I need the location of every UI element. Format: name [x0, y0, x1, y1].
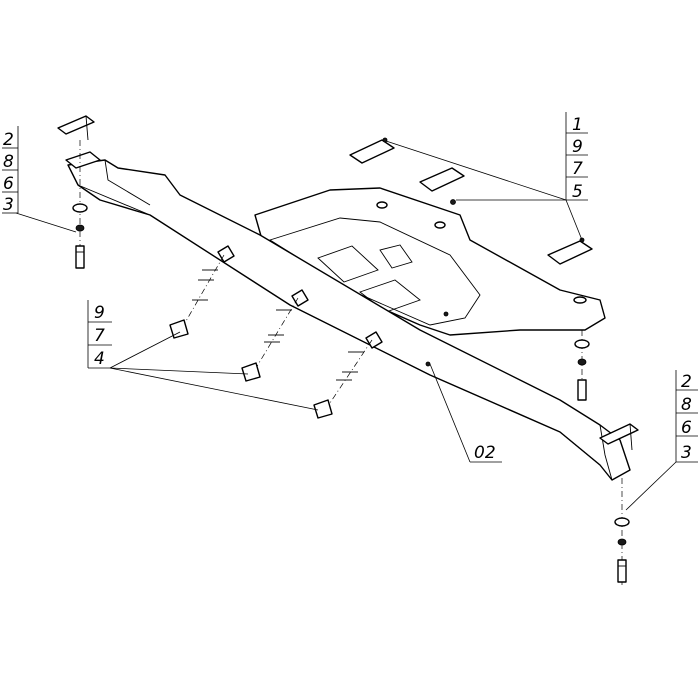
bracket-top-left — [57, 115, 101, 169]
bolt — [577, 379, 587, 401]
bolt — [617, 559, 627, 583]
callout-02: 02 — [474, 443, 496, 463]
callout-7: 7 — [94, 326, 105, 346]
clamp-plate — [547, 240, 593, 265]
callout-part-02: 02 — [470, 443, 502, 463]
clamp-plate — [419, 167, 465, 192]
callout-stack-mid-left: 9 7 4 — [87, 300, 112, 369]
callout-6: 6 — [681, 418, 692, 438]
spring-washer — [577, 358, 587, 366]
callout-stack-top-left: 2 8 6 3 — [2, 126, 19, 215]
callout-stack-top-right: 1 9 7 5 — [565, 112, 588, 202]
callout-8: 8 — [681, 395, 692, 415]
spring-washer — [617, 538, 627, 546]
callout-2: 2 — [3, 130, 14, 150]
washer — [574, 339, 590, 349]
skid-plate — [254, 187, 606, 336]
lower-bolt-set — [169, 254, 373, 419]
callout-7: 7 — [572, 159, 583, 179]
spring-washer — [75, 224, 85, 232]
bolt — [75, 245, 85, 269]
callout-stack-bottom-right: 2 8 6 3 — [675, 370, 698, 463]
washer — [614, 517, 630, 527]
callout-2: 2 — [681, 372, 692, 392]
callout-5: 5 — [572, 182, 583, 202]
plate-slot-hole — [434, 221, 446, 229]
callout-3: 3 — [681, 443, 692, 463]
washer — [72, 203, 88, 213]
callout-1: 1 — [572, 115, 583, 135]
plate-slot-hole — [376, 201, 388, 209]
clamp-plates-top — [349, 137, 593, 265]
plate-slot-hole — [573, 296, 587, 304]
callout-9: 9 — [94, 303, 105, 323]
callout-3: 3 — [3, 195, 14, 215]
callout-6: 6 — [3, 174, 14, 194]
leader-lines — [15, 140, 677, 511]
bracket-bottom-right — [599, 423, 639, 451]
clamp-plate — [349, 139, 395, 164]
callout-8: 8 — [3, 152, 14, 172]
callout-4: 4 — [94, 349, 105, 369]
callout-9: 9 — [572, 137, 583, 157]
